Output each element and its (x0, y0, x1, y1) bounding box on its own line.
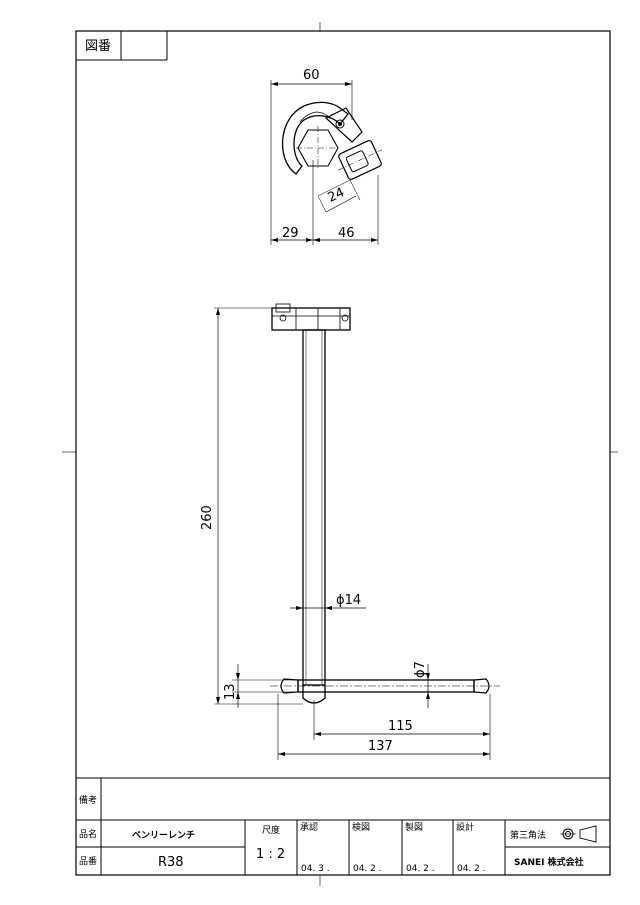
drawing-number-label: 図番 (85, 39, 111, 54)
drawn-label: 製図 (405, 821, 423, 833)
checked-label: 検図 (352, 821, 370, 833)
design-label: 設計 (456, 821, 474, 833)
part-label: 品番 (79, 855, 97, 867)
remarks-label: 備考 (79, 794, 97, 806)
part-value: R38 (158, 855, 184, 870)
name-value: ベンリーレンチ (132, 830, 195, 841)
sheet-border (75, 30, 611, 876)
checked-date: 04. 2 . (353, 864, 382, 874)
dim-handle-total: 137 (368, 739, 393, 754)
drawing-number-box: 図番 (76, 31, 168, 61)
dim-length: 260 (200, 505, 215, 530)
drawn-date: 04. 2 . (406, 864, 435, 874)
front-view (214, 303, 500, 760)
company-name: SANEI 株式会社 (514, 856, 584, 868)
dim-handle-thickness: 13 (223, 683, 238, 700)
scale-value: 1 : 2 (256, 847, 285, 862)
dim-left-offset: 29 (282, 226, 299, 241)
dim-handle-half: 115 (388, 719, 413, 734)
title-block (76, 777, 610, 875)
design-date: 04. 2 . (457, 864, 486, 874)
dim-handle-dia: ϕ7 (413, 661, 428, 678)
approved-label: 承認 (300, 821, 318, 833)
name-label: 品名 (79, 828, 97, 840)
top-view (270, 80, 382, 245)
approved-date: 04. 3 . (301, 864, 330, 874)
dim-jaw: 24 (326, 185, 347, 206)
scale-label: 尺度 (262, 824, 280, 836)
projection-label: 第三角法 (510, 829, 546, 841)
dim-right-offset: 46 (338, 226, 355, 241)
dim-shaft-dia: ϕ14 (336, 593, 361, 608)
shaft (302, 329, 326, 686)
wrench-hook (282, 101, 349, 175)
dim-top-width: 60 (303, 68, 320, 83)
